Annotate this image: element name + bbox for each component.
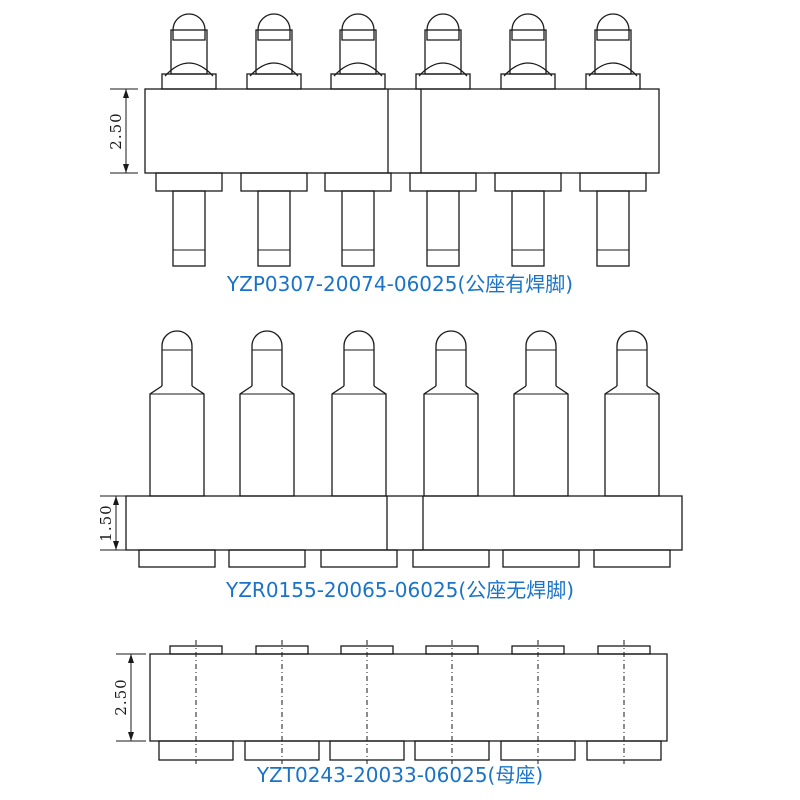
housing [144, 88, 660, 174]
pin-flange [240, 172, 308, 192]
dimension-1: 2.50 [107, 88, 138, 174]
pin-barrel [149, 385, 205, 497]
pin-barrel [424, 29, 462, 75]
dimension-value: 2.50 [112, 678, 130, 715]
socket [158, 640, 234, 764]
pin [579, 13, 647, 267]
pin-barrel [339, 29, 377, 75]
pin-pad [412, 549, 490, 568]
pin-barrel [604, 385, 660, 497]
pin-pad [228, 549, 306, 568]
pin [412, 330, 490, 568]
pin [494, 13, 562, 267]
pin-plunger [251, 330, 283, 386]
solder-leg [596, 190, 630, 267]
pin-barrel [239, 385, 295, 497]
pin [593, 330, 671, 568]
pin-pad [502, 549, 580, 568]
pin-shoulder [161, 73, 217, 90]
pin [138, 330, 216, 568]
pin-collar [249, 62, 299, 77]
diagram-female-socket [149, 640, 668, 764]
pin-collar [588, 62, 638, 77]
solder-leg [172, 190, 206, 267]
pin [228, 330, 306, 568]
dimension-2: 1.50 [97, 495, 128, 551]
pin [155, 13, 223, 267]
pin-tip [596, 13, 630, 41]
socket [586, 640, 662, 764]
pin [502, 330, 580, 568]
socket [414, 640, 490, 764]
pin [320, 330, 398, 568]
pin-flange [324, 172, 392, 192]
diagram-male-without-legs [125, 330, 683, 568]
pin-barrel [255, 29, 293, 75]
pin-shoulder [585, 73, 641, 90]
pin-plunger [616, 330, 648, 386]
pin-shoulder [246, 73, 302, 90]
pin [324, 13, 392, 267]
pin-barrel [423, 385, 479, 497]
caption-diagram-1: YZP0307-20074-06025(公座有焊脚) [226, 272, 574, 296]
housing [149, 653, 668, 742]
pin-tip [257, 13, 291, 41]
solder-leg [257, 190, 291, 267]
pin-pad [320, 549, 398, 568]
pin-barrel [509, 29, 547, 75]
pin [240, 13, 308, 267]
solder-leg [341, 190, 375, 267]
pin-plunger [343, 330, 375, 386]
pin-flange [155, 172, 223, 192]
pin-collar [418, 62, 468, 77]
pin [409, 13, 477, 267]
pin-collar [164, 62, 214, 77]
pin-flange [409, 172, 477, 192]
pin-shoulder [330, 73, 386, 90]
socket [500, 640, 576, 764]
pin-barrel [594, 29, 632, 75]
dimension-3: 2.50 [112, 653, 146, 742]
pin-barrel [170, 29, 208, 75]
diagram-male-with-legs [144, 13, 660, 267]
pin-plunger [435, 330, 467, 386]
housing [125, 495, 683, 551]
socket [244, 640, 320, 764]
pin-tip [341, 13, 375, 41]
pin-tip [511, 13, 545, 41]
pin-pad [138, 549, 216, 568]
socket [329, 640, 405, 764]
pin-barrel [513, 385, 569, 497]
pin-shoulder [500, 73, 556, 90]
pin-shoulder [415, 73, 471, 90]
pin-collar [333, 62, 383, 77]
dimension-value: 2.50 [107, 112, 125, 149]
pin-tip [426, 13, 460, 41]
solder-leg [426, 190, 460, 267]
solder-leg [511, 190, 545, 267]
caption-diagram-2: YZR0155-20065-06025(公座无焊脚) [226, 578, 574, 602]
pin-flange [494, 172, 562, 192]
pin-pad [593, 549, 671, 568]
dimension-value: 1.50 [97, 504, 115, 541]
pin-tip [172, 13, 206, 41]
pin-plunger [525, 330, 557, 386]
pin-collar [503, 62, 553, 77]
caption-diagram-3: YZT0243-20033-06025(母座) [256, 763, 544, 787]
pin-barrel [331, 385, 387, 497]
pin-flange [579, 172, 647, 192]
pin-plunger [161, 330, 193, 386]
